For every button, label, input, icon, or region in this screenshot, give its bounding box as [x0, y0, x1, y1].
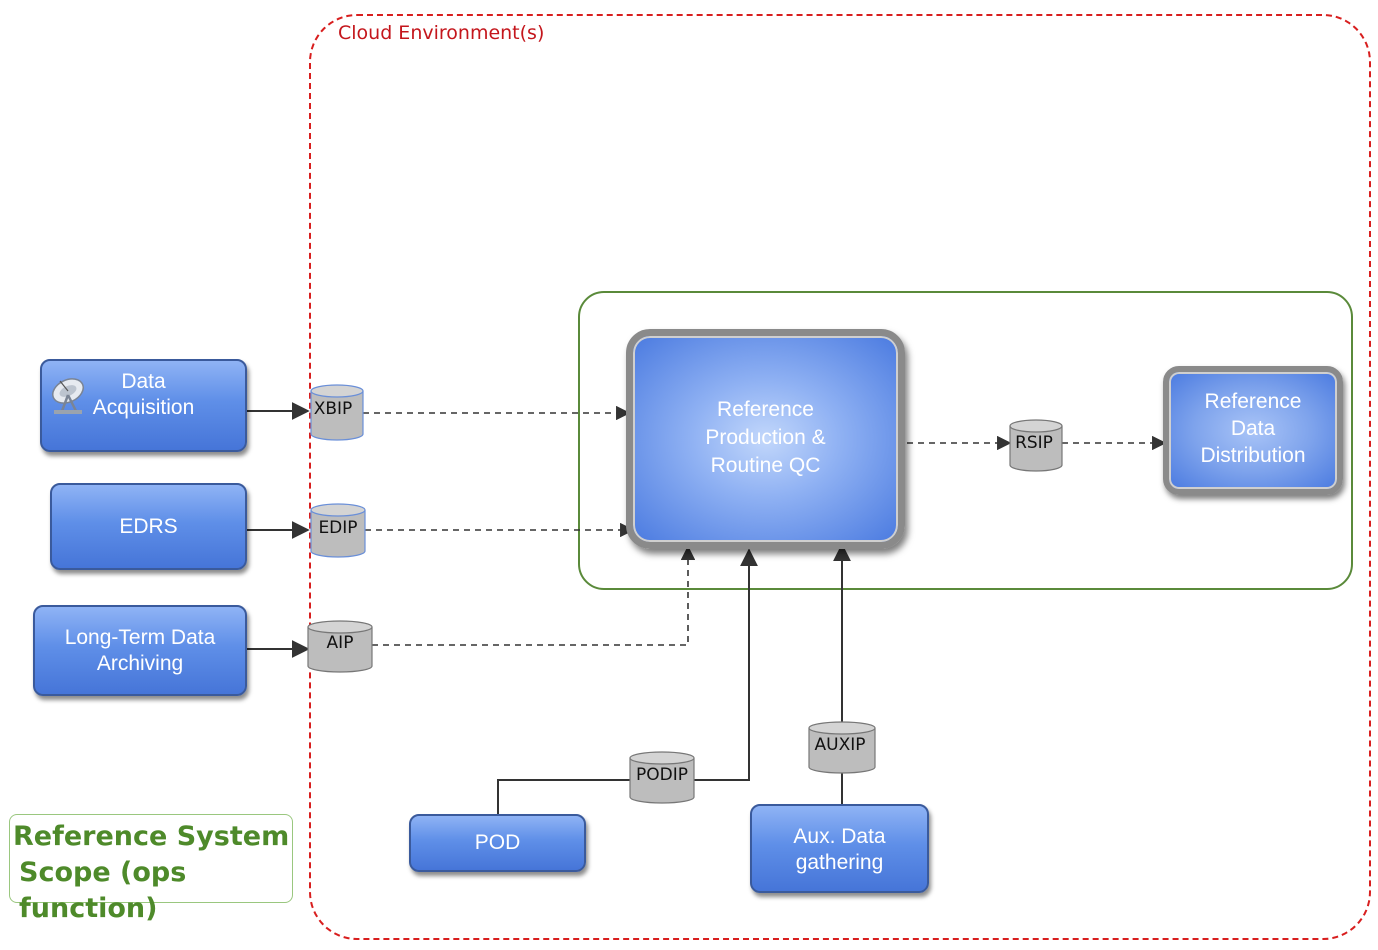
reference-production-box[interactable]: Reference Production & Routine QC: [626, 329, 905, 549]
arrow-aip-to-ref-prod: [372, 545, 696, 646]
legend-line1: Reference System: [13, 821, 290, 852]
rsip-cylinder: [1009, 419, 1063, 472]
aux-data-gathering-box[interactable]: Aux. Data gathering: [750, 804, 929, 893]
ref-dist-line3: Distribution: [1200, 444, 1306, 467]
reference-data-distribution-box[interactable]: Reference Data Distribution: [1163, 366, 1343, 495]
arrow-podip-to-ref-prod: [694, 548, 758, 781]
xbip-cylinder: [310, 384, 364, 441]
data-acquisition-line2: Acquisition: [92, 396, 195, 419]
xbip-label: XBIP: [313, 399, 353, 419]
edip-cylinder: [310, 503, 366, 558]
cloud-environment-boundary: [309, 14, 1371, 940]
legend-line2: Scope (ops function): [19, 857, 187, 924]
pod-box[interactable]: POD: [409, 814, 586, 872]
aip-label: AIP: [326, 633, 354, 653]
ref-prod-line2: Production &: [705, 426, 826, 449]
edrs-box[interactable]: EDRS: [50, 483, 247, 570]
ref-prod-line1: Reference: [717, 398, 814, 421]
rsip-label: RSIP: [1015, 433, 1053, 453]
edip-label: EDIP: [318, 518, 358, 538]
ref-dist-line1: Reference: [1204, 390, 1302, 413]
data-acquisition-line1: Data: [121, 370, 166, 393]
ltda-line2: Archiving: [96, 652, 184, 675]
auxip-cylinder: [808, 721, 876, 774]
reference-production-scope-box: [578, 291, 1353, 590]
satellite-dish-icon: [52, 378, 84, 414]
podip-label: PODIP: [636, 765, 688, 785]
pod-label: POD: [474, 831, 521, 854]
aux-line2: gathering: [795, 851, 884, 874]
ref-dist-line2: Data: [1230, 417, 1276, 440]
aip-cylinder: [307, 620, 373, 673]
reference-system-scope-legend: Reference System Scope (ops function): [9, 814, 293, 924]
data-acquisition-box[interactable]: Data Acquisition: [40, 359, 247, 452]
line-pod-to-podip: [497, 779, 630, 815]
long-term-data-archiving-box[interactable]: Long-Term Data Archiving: [33, 605, 247, 696]
ref-prod-line3: Routine QC: [710, 454, 821, 477]
cloud-environment-label: Cloud Environment(s): [338, 22, 545, 44]
edrs-label: EDRS: [119, 514, 178, 538]
podip-cylinder: [629, 751, 695, 804]
auxip-label: AUXIP: [814, 735, 866, 755]
aux-line1: Aux. Data: [793, 825, 886, 848]
ltda-line1: Long-Term Data: [64, 626, 216, 649]
